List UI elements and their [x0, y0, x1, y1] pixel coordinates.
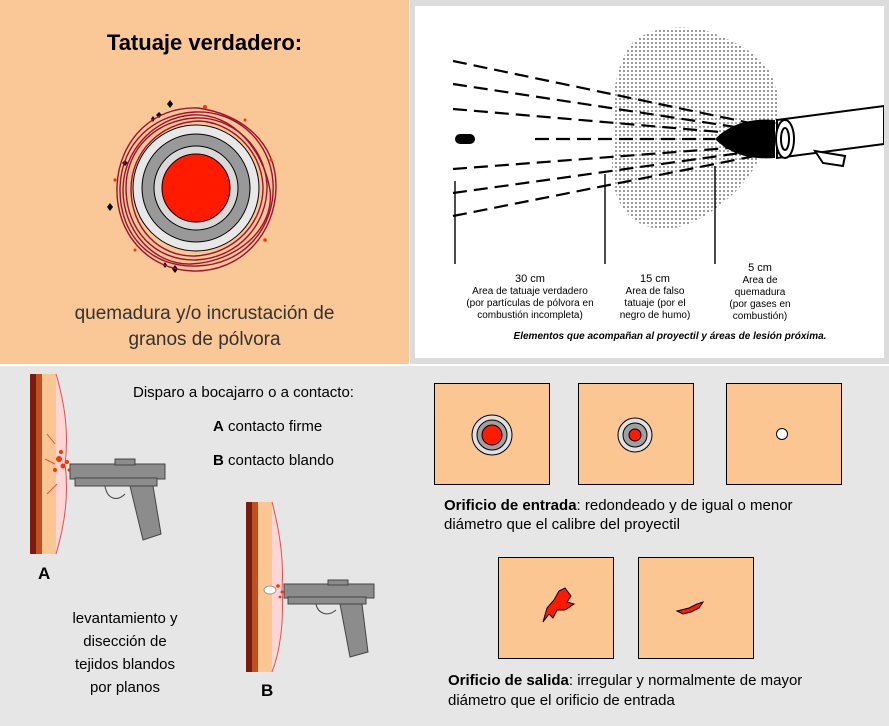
contact-b-text: contacto blando [228, 452, 334, 469]
salida-bold: Orificio de salida [448, 672, 569, 689]
bullet-icon [455, 134, 475, 144]
entrada-line2: diámetro que el calibre del proyectil [444, 516, 680, 533]
entry-wound-1 [471, 414, 513, 456]
contact-title: Disparo a bocajarro o a contacto: [133, 384, 354, 401]
diagram-caption: Elementos que acompañan al proyectil y á… [513, 331, 827, 342]
note-line3: tejidos blandos [74, 656, 176, 673]
zone3-distance: 5 cm [748, 262, 772, 274]
entry-wound-square-1 [434, 383, 550, 485]
gun-barrel-icon [775, 104, 884, 168]
shot-distance-diagram [415, 6, 884, 358]
zone1-distance: 30 cm [515, 273, 545, 285]
exit-wound-1 [542, 587, 576, 623]
label-b: B [261, 681, 274, 700]
entrada-line1: Orificio de entrada: redondeado y de igu… [444, 497, 793, 514]
bottom-panel: A B Disparo a bocajarro o a contacto: A … [0, 366, 889, 726]
entry-wound-3 [776, 428, 788, 440]
note-line4: por planos [89, 679, 161, 696]
entry-wound-square-2 [578, 383, 694, 485]
salida-line2: diámetro que el orificio de entrada [448, 692, 675, 709]
tatuaje-panel: Tatuaje verdadero: quemad [0, 0, 409, 364]
entry-wound-square-3 [726, 383, 842, 485]
entrada-text1: : redondeado y de igual o menor [576, 497, 793, 514]
contact-b-letter: B [213, 452, 224, 469]
tattoo-wound-illustration [107, 100, 277, 273]
label-a: A [38, 564, 51, 583]
zone1-line2: (por partículas de pólvora en [466, 298, 594, 309]
zone1-line1: Area de tatuaje verdadero [472, 286, 588, 297]
note-line1: levantamiento y [72, 610, 178, 627]
zone3-line1: Area de [742, 275, 778, 286]
exit-wound-2 [675, 601, 705, 615]
zone2-distance: 15 cm [640, 273, 670, 285]
zone3-line4: combustión) [732, 311, 788, 322]
note-line2: disección de [83, 633, 167, 650]
zone3-line2: quemadura [734, 287, 786, 298]
contact-shot-a-illustration [30, 374, 166, 555]
exit-wound-square-1 [498, 557, 614, 659]
zone2-line2: tatuaje (por el [624, 298, 686, 309]
zone2-line1: Area de falso [625, 286, 685, 297]
zone1-line3: combustión incompleta) [477, 310, 583, 321]
salida-text1: : irregular y normalmente de mayor [568, 672, 803, 689]
entry-wound-2 [617, 417, 653, 453]
contact-b-row: B contacto blando [213, 452, 334, 469]
salida-line1: Orificio de salida: irregular y normalme… [448, 672, 802, 689]
tatuaje-caption-line1: quemadura y/o incrustación de [74, 303, 335, 324]
zone2-line3: negro de humo) [619, 310, 691, 321]
contact-shot-b-illustration [246, 502, 375, 673]
contact-a-text: contacto firme [228, 418, 323, 435]
contact-a-row: A contacto firme [213, 418, 322, 435]
contact-a-letter: A [213, 418, 224, 435]
exit-wound-square-2 [638, 557, 754, 659]
zone3-line3: (por gases en [729, 299, 791, 310]
pistol-a-icon [69, 458, 166, 541]
entrada-bold: Orificio de entrada [444, 497, 577, 514]
tatuaje-caption-line2: granos de pólvora [128, 329, 281, 350]
tatuaje-title: Tatuaje verdadero: [106, 30, 303, 55]
diagram-panel: 30 cm Area de tatuaje verdadero (por par… [410, 0, 889, 364]
pistol-b-icon [283, 579, 375, 658]
